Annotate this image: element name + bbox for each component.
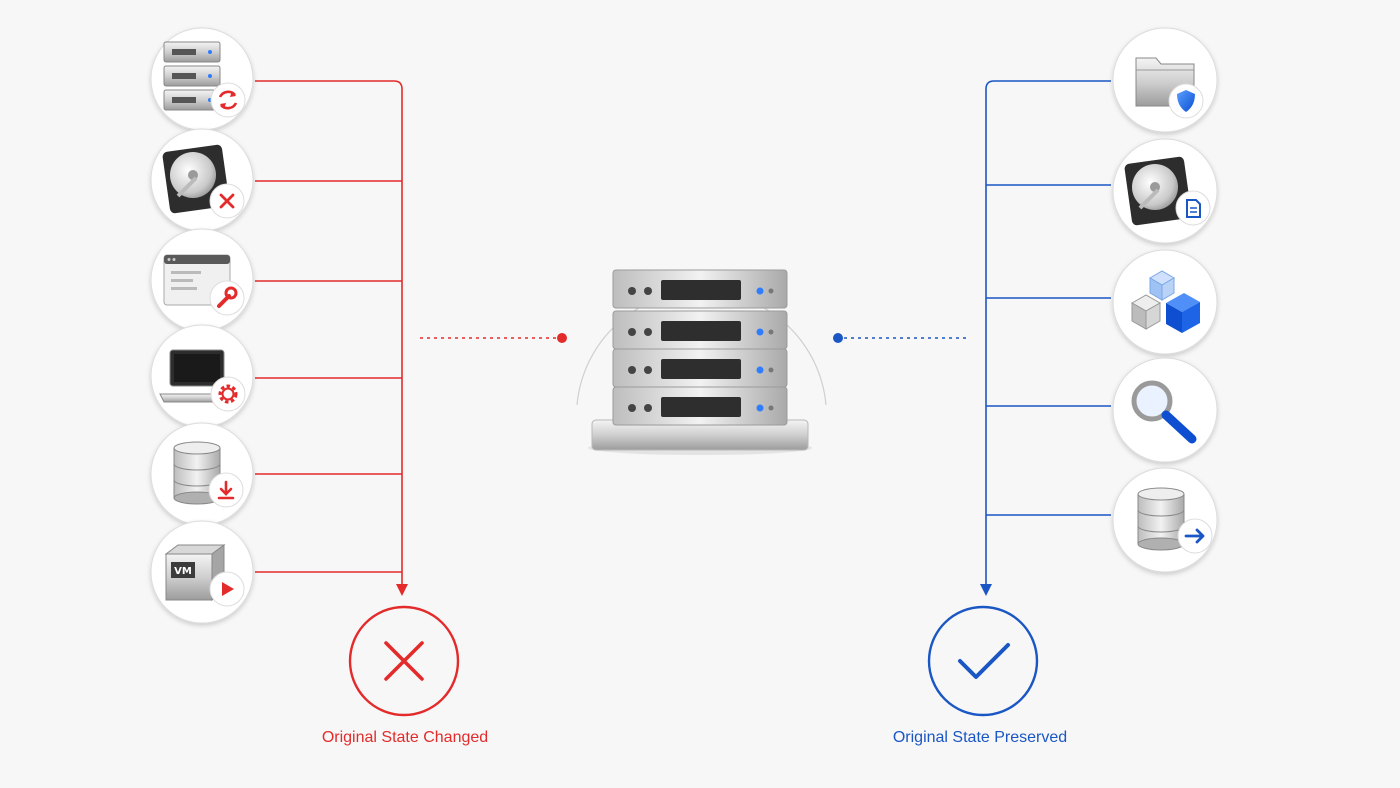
server-unit <box>612 386 788 426</box>
right-arrowhead <box>980 584 992 596</box>
left-connector-lines <box>255 80 403 588</box>
left-arrowhead <box>396 584 408 596</box>
x-icon <box>348 605 460 717</box>
checkmark-icon <box>927 605 1039 717</box>
server-rack-icon <box>576 269 827 455</box>
right-trunk-line <box>985 80 1111 588</box>
right-link-dot <box>833 333 843 343</box>
right-connector-lines <box>985 80 1111 588</box>
server-unit <box>612 310 788 350</box>
refresh-icon <box>210 82 246 118</box>
vm-badge-text: VM <box>174 566 192 577</box>
original-state-preserved-label: Original State Preserved <box>892 729 1068 746</box>
server-unit <box>612 269 788 309</box>
gear-icon <box>210 376 246 412</box>
original-state-changed-label: Original State Changed <box>321 729 489 746</box>
server-unit <box>612 348 788 388</box>
left-trunk-line <box>255 80 403 588</box>
left-link-dot <box>557 333 567 343</box>
cubes-icon <box>1112 249 1218 355</box>
